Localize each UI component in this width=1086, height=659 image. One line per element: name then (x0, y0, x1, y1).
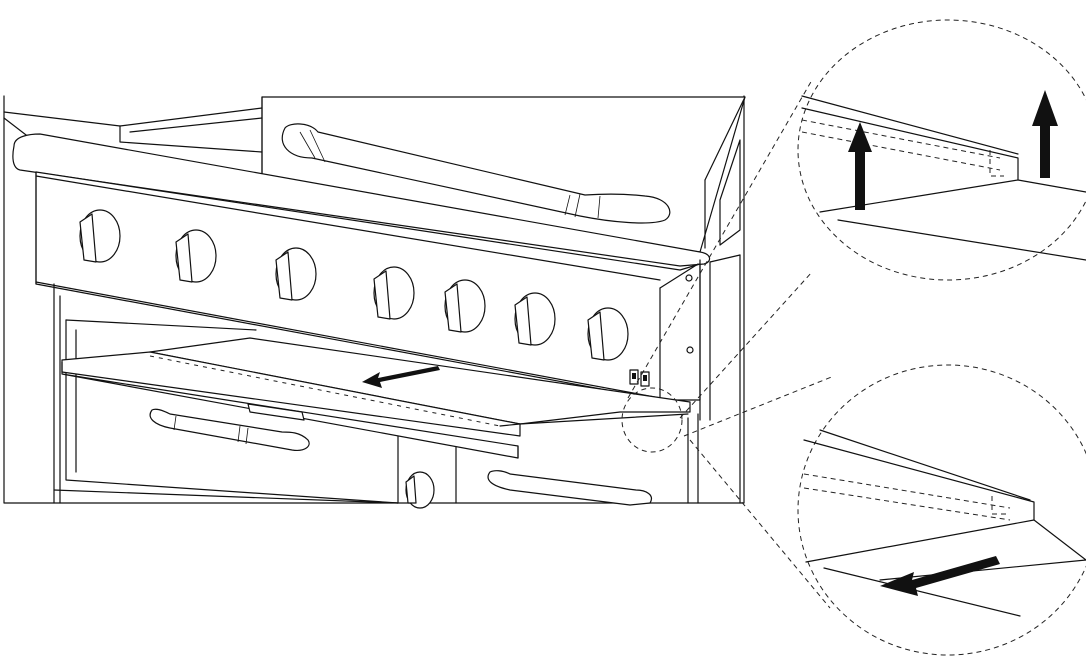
door-handle-left (149, 408, 310, 451)
main-view-frame (3, 95, 745, 504)
knob-icon (373, 266, 415, 320)
drip-tray (61, 337, 691, 459)
detail-circle-top (797, 19, 1086, 281)
detail-circle-bottom (797, 364, 1086, 656)
knob-icon (405, 471, 435, 509)
knob-icon (275, 247, 317, 301)
detail-callout-circle (621, 387, 683, 453)
knob-icon (175, 229, 217, 283)
detail-lift-tray (797, 19, 1086, 281)
down-left-arrow-icon (362, 366, 440, 388)
knob-icon (444, 279, 486, 333)
up-arrow-icon (848, 122, 872, 210)
cabinet (53, 254, 741, 504)
side-shelf-corner (3, 117, 31, 139)
control-knobs (79, 209, 629, 361)
side-shelf-edge (3, 111, 121, 127)
screw-icon (686, 346, 694, 354)
down-left-arrow-icon (880, 556, 1000, 596)
up-arrow-icon (1032, 90, 1058, 178)
knob-icon (79, 209, 121, 263)
door-handle-right (487, 470, 652, 506)
light-switches (629, 369, 650, 387)
leader-lines (627, 79, 835, 609)
lid-handle (281, 123, 671, 224)
knob-icon (587, 307, 629, 361)
drip-tray-handle (247, 403, 305, 421)
knob-icon (514, 292, 556, 346)
screw-icon (685, 274, 693, 282)
detail-slide-tray-out (797, 364, 1086, 656)
main-view (3, 95, 746, 509)
